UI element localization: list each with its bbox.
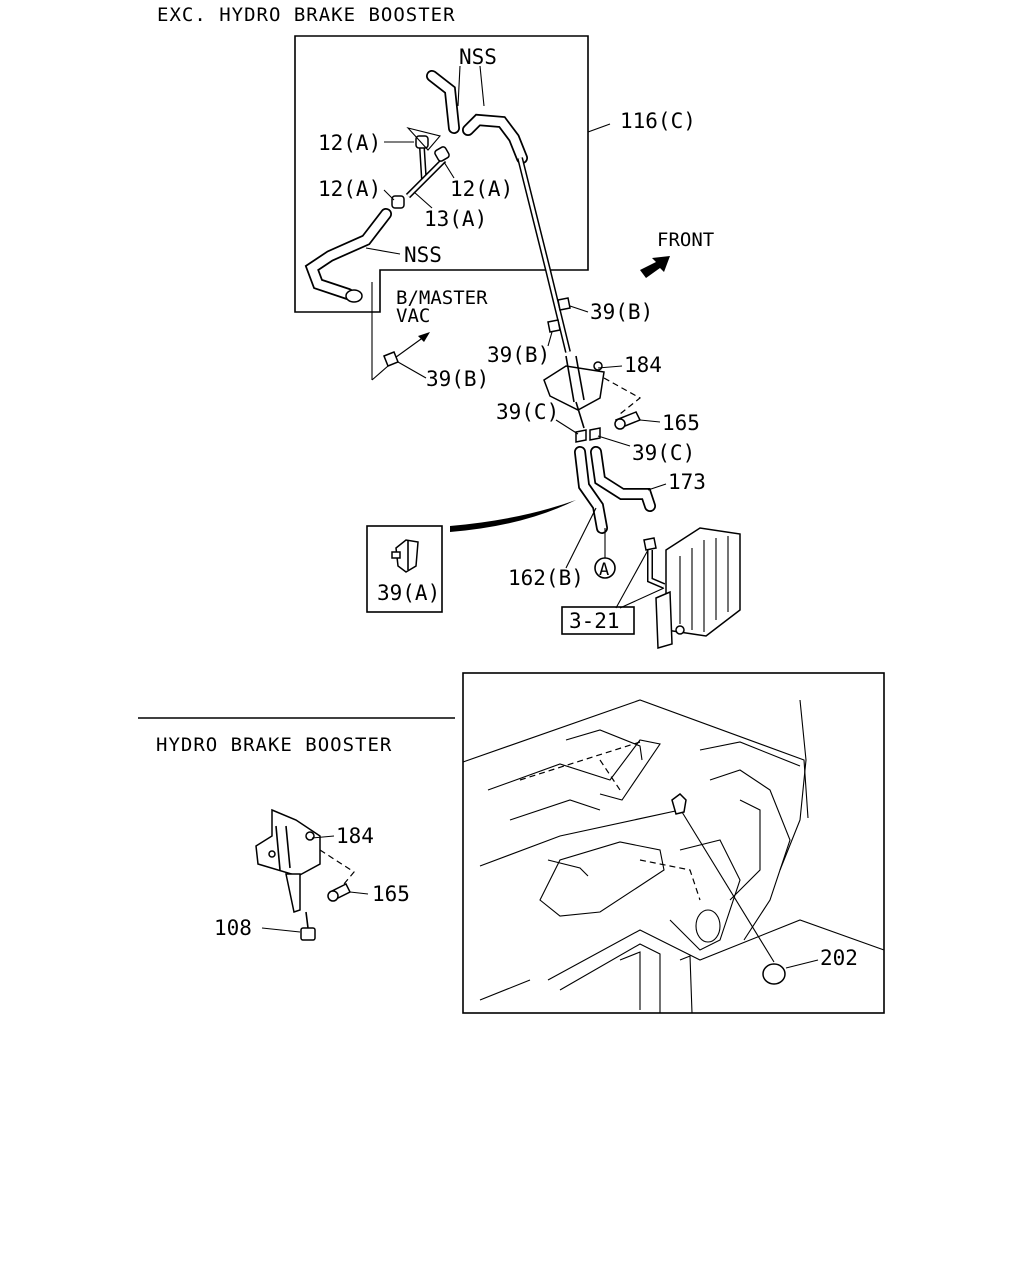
floor-panel-illustration (462, 699, 885, 1014)
leader-39c-2 (597, 435, 631, 447)
leader-108 (261, 927, 301, 933)
leader-202 (785, 959, 819, 969)
ref-box-3-21 (561, 606, 635, 635)
label-173: 173 (668, 470, 706, 494)
leader-184-top (597, 365, 623, 369)
clip-39b-3 (383, 351, 399, 367)
detail-frame (294, 35, 589, 313)
leader-12a-3 (383, 189, 395, 201)
label-162b: 162(B) (508, 566, 584, 590)
label-39b-2: 39(B) (487, 343, 550, 367)
label-39c-2: 39(C) (632, 441, 695, 465)
label-circle-a: A (599, 560, 609, 580)
leader-12a-2 (443, 161, 455, 179)
leader-116c (587, 123, 611, 133)
tee-fitting-13a (391, 135, 450, 209)
hose-162b (574, 446, 608, 534)
label-39b-3: 39(B) (426, 367, 489, 391)
label-12a-1: 12(A) (318, 131, 381, 155)
clip-39c-1 (575, 429, 587, 443)
leader-12a-bracket (406, 127, 441, 151)
label-12a-3: 12(A) (318, 177, 381, 201)
label-39a: 39(A) (377, 581, 440, 605)
clip-39b-2 (547, 319, 561, 333)
component-3-21 (643, 527, 741, 649)
label-nss-mid: NSS (404, 243, 442, 267)
plug-202 (762, 963, 786, 985)
label-108: 108 (214, 916, 252, 940)
arrow-bmaster-head-icon (418, 332, 430, 342)
leader-39b-1 (569, 305, 589, 313)
front-arrow-icon (640, 256, 670, 278)
header-hydro-brake-booster: HYDRO BRAKE BOOSTER (156, 734, 392, 756)
label-13a: 13(A) (424, 207, 487, 231)
label-202: 202 (820, 946, 858, 970)
clip-39a (391, 539, 419, 573)
leader-nss-mid (365, 247, 401, 255)
label-116c: 116(C) (620, 109, 696, 133)
label-165-top: 165 (662, 411, 700, 435)
label-front: FRONT (657, 229, 714, 251)
label-nss-top: NSS (459, 45, 497, 69)
leader-39b-3 (397, 361, 427, 379)
label-165-bottom: 165 (372, 882, 410, 906)
vacuum-hose-lower (304, 208, 392, 303)
label-184-top: 184 (624, 353, 662, 377)
leader-321-b (619, 587, 665, 609)
nut-108 (300, 911, 316, 941)
bracket-184-bottom (255, 808, 321, 913)
label-12a-2: 12(A) (450, 177, 513, 201)
detail-swoosh (450, 500, 576, 532)
leader-162b (565, 507, 597, 569)
clip-39b-1 (557, 297, 571, 311)
vacuum-pipe-116c (517, 157, 571, 353)
leader-173 (647, 483, 667, 491)
label-39c-1: 39(C) (496, 400, 559, 424)
leader-39b-2 (547, 331, 553, 347)
leader-184-bottom (311, 835, 335, 839)
label-bmaster-2: VAC (396, 305, 430, 327)
leader-165-bottom (349, 891, 369, 895)
label-ref-3-21: 3-21 (569, 609, 620, 633)
leader-39c-1 (555, 419, 579, 435)
bolt-165-top (614, 411, 642, 430)
vacuum-hose-upper (426, 70, 528, 164)
detail-box-39a (366, 525, 443, 613)
hose-173 (590, 446, 656, 512)
floor-detail-frame (462, 672, 885, 1014)
dash-bolt-165-bottom (319, 849, 355, 885)
circle-a-marker (594, 557, 616, 579)
dash-bolt-165-top (603, 377, 642, 415)
leader-13a (413, 191, 433, 209)
leader-bmaster-foot (371, 365, 389, 381)
label-39b-1: 39(B) (590, 300, 653, 324)
bolt-165-bottom (327, 882, 352, 902)
leader-321-a (615, 549, 649, 609)
leader-nss-top-2 (479, 65, 485, 107)
header-exc-hydro-brake-booster: EXC. HYDRO BRAKE BOOSTER (157, 4, 456, 26)
clip-39c-2 (589, 427, 601, 441)
leader-nss-top-1 (457, 65, 461, 107)
label-bmaster-1: B/MASTER (396, 287, 488, 309)
label-184-bottom: 184 (336, 824, 374, 848)
leader-165-top (639, 419, 661, 423)
leader-202-line (681, 811, 775, 963)
